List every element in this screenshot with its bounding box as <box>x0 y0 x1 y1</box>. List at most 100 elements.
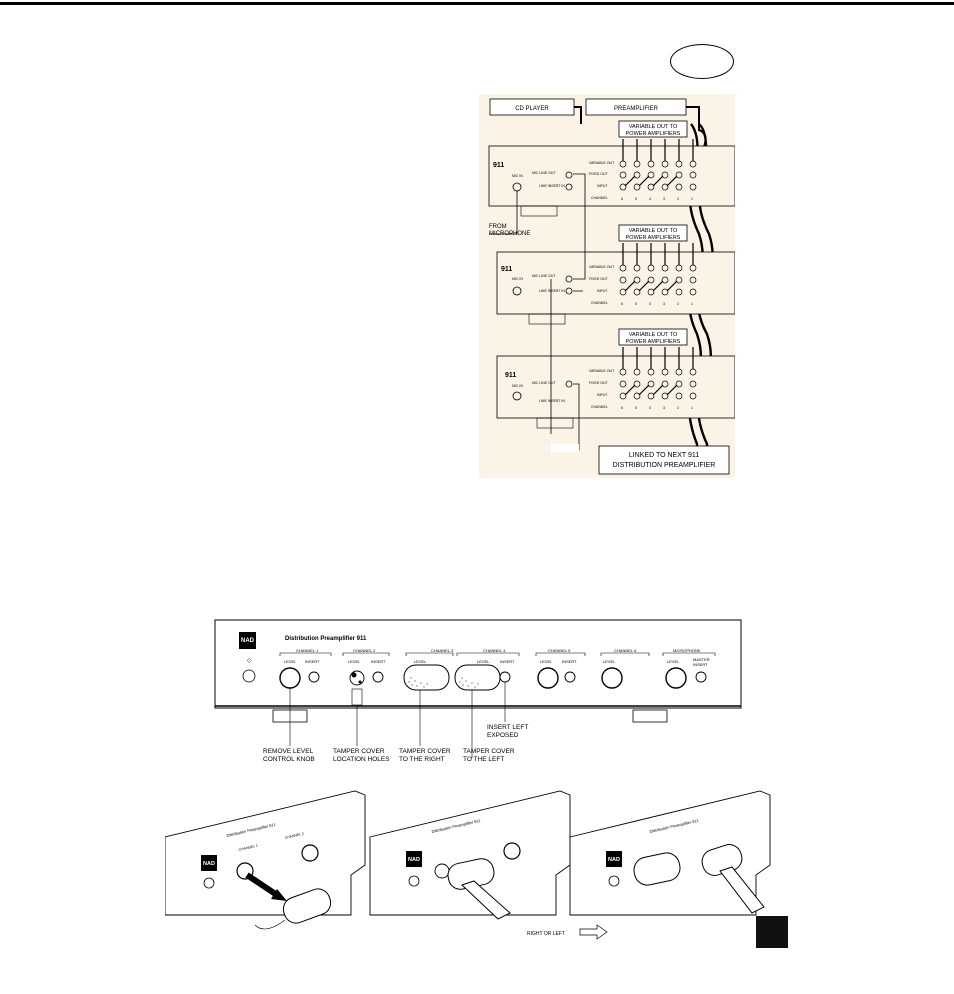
master-insert <box>695 671 707 683</box>
unit-3: 911 VARIABLE OUT TO POWER AMPLIFIERS VAR… <box>496 328 735 429</box>
step-1-cover <box>282 888 332 924</box>
unit-1-line-insert: LINE INSERT IN <box>539 184 565 188</box>
level-label: LEVEL <box>348 659 361 664</box>
ch-num: 4 <box>649 302 651 306</box>
ch4-label: CHANNEL 4 <box>483 648 506 653</box>
unit-1-row-var: VARIABLE OUT <box>589 161 615 165</box>
installation-steps-diagram: NAD Distribution Preamplifier 911 CHANNE… <box>165 790 771 940</box>
tamper-cover-left <box>454 664 501 691</box>
mic-knob <box>665 667 687 689</box>
unit-3-row-fixed: FIXED OUT <box>589 381 609 385</box>
ch-num: 6 <box>621 406 623 410</box>
ch2-label: CHANNEL 2 <box>353 648 376 653</box>
from-mic-2: MICROPHONE <box>489 231 530 237</box>
insert-label: INSERT <box>371 659 386 664</box>
ch1-insert <box>308 671 320 683</box>
linked-line-2: DISTRIBUTION PREAMPLIFIER <box>613 462 716 469</box>
unit-1-var-out-2: POWER AMPLIFIERS <box>626 131 681 137</box>
unit-1-var-out-1: VARIABLE OUT TO <box>629 124 678 130</box>
master-label: MASTER <box>693 657 710 662</box>
callout-holes-1: TAMPER COVER <box>333 748 385 755</box>
level-label: LEVEL <box>603 659 616 664</box>
ch1-label: CHANNEL 1 <box>296 648 319 653</box>
unit-2-var-out-1: VARIABLE OUT TO <box>629 228 678 234</box>
ch6-label: CHANNEL 6 <box>614 648 637 653</box>
master-insert-label: INSERT <box>693 662 708 667</box>
callout-holes-2: LOCATION HOLES <box>333 756 390 763</box>
ch5-label: CHANNEL 5 <box>548 648 571 653</box>
ch-num: 4 <box>649 406 651 410</box>
ch-num: 2 <box>677 302 679 306</box>
unit-2: 911 VARIABLE OUT TO POWER AMPLIFIERS VAR… <box>496 224 735 325</box>
unit-1-row-input: INPUT <box>597 184 608 188</box>
power-button <box>242 669 256 683</box>
callout-remove-1: REMOVE LEVEL <box>263 748 314 755</box>
unit-3-row-var: VARIABLE OUT <box>589 369 615 373</box>
step-3-panel: NAD Distribution Preamplifier 911 <box>569 790 771 916</box>
top-rule <box>0 2 954 5</box>
page-number-tab <box>756 916 788 948</box>
level-label: LEVEL <box>540 659 553 664</box>
unit-3-var-out-2: POWER AMPLIFIERS <box>626 339 681 345</box>
step-1-ch1: CHANNEL 1 <box>238 844 258 852</box>
unit-3-line-insert: LINE INSERT IN <box>539 399 565 403</box>
ch-num: 3 <box>663 302 665 306</box>
ch-num: 6 <box>621 302 623 306</box>
unit-3-mic-line-out: MIC LINE OUT <box>532 381 556 385</box>
unit-2-row-channel: CHANNEL <box>591 301 608 305</box>
nad-logo-2 <box>406 851 422 867</box>
unit-1: 911 VARIABLE OUT TO POWER AMPLIFIERS VAR… <box>488 120 735 235</box>
insert-label: INSERT <box>562 659 577 664</box>
callout-right-2: TO THE RIGHT <box>399 756 445 763</box>
from-mic-1: FROM <box>489 224 507 230</box>
callout-insert-2: EXPOSED <box>487 732 519 739</box>
front-panel-diagram: NAD Distribution Preamplifier 911 ◇ CHAN… <box>214 619 742 763</box>
unit-1-row-fixed: FIXED OUT <box>589 172 609 176</box>
ch5-insert <box>564 671 576 683</box>
unit-1-model: 911 <box>493 162 504 169</box>
ch3-label: CHANNEL 3 <box>431 648 454 653</box>
nad-logo-text: NAD <box>408 857 420 863</box>
ch2-holes <box>349 670 365 686</box>
unit-2-row-var: VARIABLE OUT <box>589 265 615 269</box>
nad-logo <box>239 632 256 649</box>
callout-right-1: TAMPER COVER <box>399 748 451 755</box>
power-indicator: ◇ <box>247 658 252 664</box>
ch-num: 4 <box>649 197 651 201</box>
unit-3-mic-in: MIC IN <box>512 384 523 388</box>
level-label: LEVEL <box>284 659 297 664</box>
ch-num: 5 <box>635 406 637 410</box>
ch-num: 1 <box>691 197 693 201</box>
nad-logo-text: NAD <box>608 857 620 863</box>
nad-logo-1 <box>201 855 217 871</box>
step-1-ch2: CHANNEL 2 <box>284 832 304 840</box>
right-or-left-label: RIGHT OR LEFT <box>527 931 565 937</box>
ch5-knob <box>537 667 559 689</box>
unit-2-mic-in: MIC IN <box>512 277 523 281</box>
ch-num: 3 <box>663 197 665 201</box>
unit-2-row-fixed: FIXED OUT <box>589 277 609 281</box>
step-3-cover-placed <box>633 852 681 886</box>
ch-num: 5 <box>635 197 637 201</box>
system-connection-diagram: CD PLAYER PREAMPLIFIER 911 VARIABLE OUT … <box>479 94 735 478</box>
level-label: LEVEL <box>477 659 490 664</box>
step-2-panel: NAD Distribution Preamplifier 911 <box>369 790 571 920</box>
ch6-knob <box>601 667 623 689</box>
insert-label: INSERT <box>500 659 515 664</box>
unit-2-line-insert: LINE INSERT IN <box>539 289 565 293</box>
ch-num: 1 <box>691 302 693 306</box>
cd-player-label: CD PLAYER <box>515 106 549 112</box>
unit-2-row-input: INPUT <box>597 289 608 293</box>
ch2-insert <box>372 671 384 683</box>
preamplifier-label: PREAMPLIFIER <box>614 106 659 112</box>
insert-label: INSERT <box>305 659 320 664</box>
ch-num: 5 <box>635 302 637 306</box>
language-tab <box>670 44 734 79</box>
callout-insert-1: INSERT LEFT <box>487 724 528 731</box>
callout-left-2: TO THE LEFT <box>463 756 504 763</box>
ch-num: 2 <box>677 197 679 201</box>
unit-1-mic-in: MIC IN <box>512 174 523 178</box>
linked-line-1: LINKED TO NEXT 911 <box>629 452 699 459</box>
nad-logo-text: NAD <box>203 861 215 867</box>
nad-logo-text: NAD <box>241 638 255 644</box>
